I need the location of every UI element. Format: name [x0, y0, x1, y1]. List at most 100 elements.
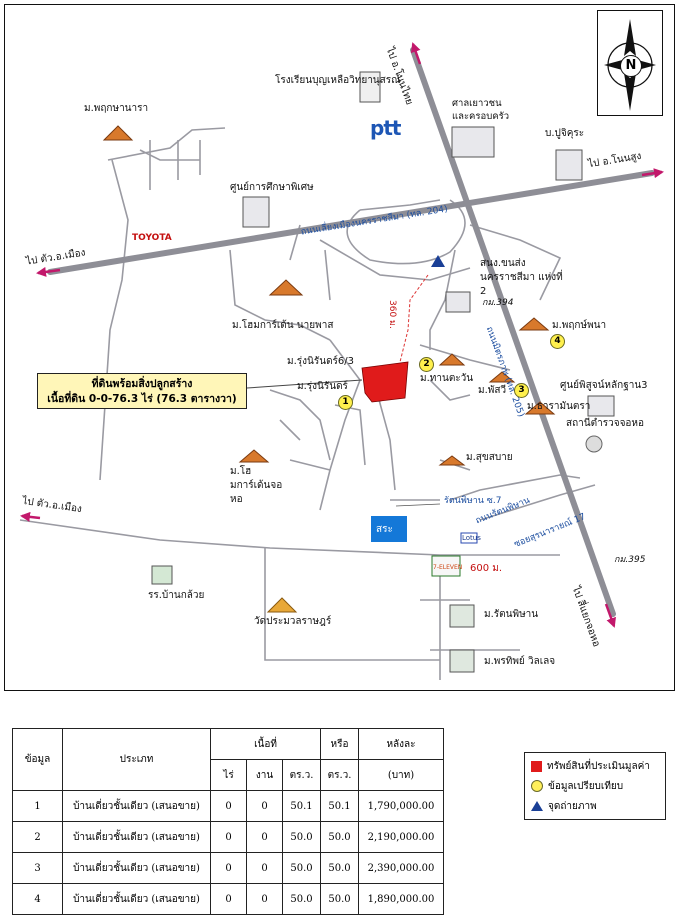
table-row: 4 บ้านเดี่ยวชั้นเดียว (เสนอขาย) 0 0 50.0… — [12, 883, 444, 915]
th-ngan: งาน — [246, 759, 283, 791]
th-rai: ไร่ — [210, 759, 247, 791]
label-evidence-center: ศูนย์พิสูจน์หลักฐาน3 — [560, 380, 648, 391]
label-m-phasuk: ม.พัสวี — [478, 385, 507, 396]
road-rat-soi7: รัตนพิษาน ซ.7 — [444, 496, 502, 506]
label-m-home-naiwas: ม.โฮมการ์เด้น นายพาส — [232, 320, 334, 331]
cell-id: 4 — [12, 883, 63, 915]
label-police-jorhor: สถานีตำรวจจอหอ — [566, 418, 645, 429]
cell-type: บ้านเดี่ยวชั้นเดียว (เสนอขาย) — [62, 821, 211, 853]
label-special-edu: ศูนย์การศึกษาพิเศษ — [230, 182, 314, 193]
table-row: 2 บ้านเดี่ยวชั้นเดียว (เสนอขาย) 0 0 50.0… — [12, 821, 444, 853]
legend-subject-label: ทรัพย์สินที่ประเมินมูลค่า — [547, 760, 650, 772]
legend-comparable-label: ข้อมูลเปรียบเทียบ — [548, 780, 624, 792]
legend-subject: ทรัพย์สินที่ประเมินมูลค่า — [531, 759, 650, 773]
label-seven: 7-ELEVEN — [433, 564, 463, 571]
cell-rai: 0 — [210, 821, 247, 853]
map-canvas — [19, 42, 664, 680]
th-price: หลังละ — [358, 728, 444, 760]
cell-rai: 0 — [210, 852, 247, 884]
label-wat: วัดประมวลราษฎร์ — [254, 616, 332, 627]
legend-comparable: ข้อมูลเปรียบเทียบ — [531, 779, 623, 793]
km-394: กม.394 — [482, 298, 514, 308]
label-m-home-jorhor: ม.โฮมการ์เด้นจอหอ — [230, 466, 283, 505]
th-type: ประเภท — [62, 728, 211, 791]
th-or: หรือ — [320, 728, 359, 760]
cell-wa: 50.0 — [282, 821, 321, 853]
cell-id: 3 — [12, 852, 63, 884]
cell-rai: 0 — [210, 790, 247, 822]
comparables-table: ข้อมูล ประเภท เนื้อที่ หรือ หลังละ ไร่ ง… — [12, 728, 444, 915]
callout-line1: ที่ดินพร้อมสิ่งปลูกสร้าง — [91, 378, 193, 390]
comparable-marker-3: 3 — [514, 383, 529, 398]
th-area: เนื้อที่ — [210, 728, 321, 760]
legend-photo: จุดถ่ายภาพ — [531, 799, 597, 813]
table-row: 1 บ้านเดี่ยวชั้นเดียว (เสนอขาย) 0 0 50.1… — [12, 790, 444, 822]
label-lotus: Lotus — [462, 534, 481, 542]
th-price-unit: (บาท) — [358, 759, 444, 791]
subject-parcel — [361, 361, 409, 403]
photo-point-marker — [431, 255, 445, 267]
legend-photo-label: จุดถ่ายภาพ — [548, 800, 597, 812]
label-school-bankluai: รร.บ้านกล้วย — [148, 590, 205, 601]
subject-swatch — [531, 760, 542, 772]
cell-id: 2 — [12, 821, 63, 853]
compass-n-label: N — [620, 55, 642, 77]
label-m-tarathip: ม.ธารามันตรา — [527, 401, 591, 412]
cell-ngan: 0 — [246, 821, 283, 853]
cell-price: 1,890,000.00 — [358, 883, 444, 915]
label-ptt: ptt — [370, 116, 401, 140]
cell-id: 1 — [12, 790, 63, 822]
label-school-bunyat: โรงเรียนบุญเหลือวิทยานุสรณ์ — [275, 75, 401, 86]
cell-wa: 50.1 — [282, 790, 321, 822]
label-toyota: TOYOTA — [132, 233, 172, 243]
label-m-rung-ninrin: ม.รุ่งนิรันดร์ — [297, 381, 348, 392]
photo-triangle-icon — [531, 801, 543, 811]
th-id: ข้อมูล — [12, 728, 63, 791]
cell-wa2: 50.0 — [320, 852, 359, 884]
cell-price: 2,190,000.00 — [358, 821, 444, 853]
label-transport-office: สนง.ขนส่งนครราชสีมา แห่งที่ 2 — [480, 258, 563, 297]
map-frame — [4, 4, 675, 691]
label-m-pornthip: ม.พรทิพย์ วิลเลจ — [484, 656, 556, 667]
highways — [47, 47, 655, 617]
cell-wa2: 50.0 — [320, 821, 359, 853]
cell-ngan: 0 — [246, 883, 283, 915]
comparable-circle-icon — [531, 780, 543, 792]
label-m-rung-ninrin-63: ม.รุ่งนิรันดร์6/3 — [287, 356, 355, 367]
callout-leader — [246, 379, 363, 389]
label-pond: สระ — [376, 524, 393, 535]
building-icons — [102, 71, 615, 673]
th-wa: ตร.ว. — [282, 759, 321, 791]
label-juvenile-court: ศาลเยาวชนและครอบครัว — [452, 98, 510, 122]
comparable-marker-4: 4 — [550, 334, 565, 349]
subject-callout: ที่ดินพร้อมสิ่งปลูกสร้าง เนื้อที่ดิน 0-0… — [37, 373, 247, 409]
dist-600: 600 ม. — [470, 563, 503, 574]
cell-type: บ้านเดี่ยวชั้นเดียว (เสนอขาย) — [62, 852, 211, 884]
cell-wa: 50.0 — [282, 852, 321, 884]
pond — [371, 516, 407, 542]
label-m-tan-kawan: ม.ทานตะวัน — [420, 373, 474, 384]
cell-wa2: 50.1 — [320, 790, 359, 822]
cell-type: บ้านเดี่ยวชั้นเดียว (เสนอขาย) — [62, 790, 211, 822]
callout-line2: เนื้อที่ดิน 0-0-76.3 ไร่ (76.3 ตารางวา) — [47, 393, 237, 405]
cell-wa2: 50.0 — [320, 883, 359, 915]
comparable-marker-1: 1 — [338, 395, 353, 410]
dist-360-line — [397, 274, 429, 371]
th-wa2: ตร.ว. — [320, 759, 359, 791]
table-row: 3 บ้านเดี่ยวชั้นเดียว (เสนอขาย) 0 0 50.0… — [12, 852, 444, 884]
label-m-pruksapana: ม.พฤกษ์พนา — [552, 320, 607, 331]
cell-ngan: 0 — [246, 852, 283, 884]
direction-arrows — [20, 42, 664, 628]
label-m-rattanaphisan: ม.รัตนพิษาน — [484, 609, 539, 620]
comparable-marker-2: 2 — [419, 357, 434, 372]
label-m-sukbai: ม.สุขสบาย — [466, 452, 513, 463]
cell-price: 2,390,000.00 — [358, 852, 444, 884]
compass-box: N — [597, 10, 663, 116]
km-395: กม.395 — [614, 555, 646, 565]
dist-360: 360 ม. — [387, 300, 397, 329]
cell-wa: 50.0 — [282, 883, 321, 915]
label-m-pruksa-nara: ม.พฤกษานารา — [84, 103, 149, 114]
label-puchuran: บ.ปูจิคุระ — [545, 128, 585, 139]
cell-type: บ้านเดี่ยวชั้นเดียว (เสนอขาย) — [62, 883, 211, 915]
legend: ทรัพย์สินที่ประเมินมูลค่า ข้อมูลเปรียบเท… — [524, 752, 666, 820]
